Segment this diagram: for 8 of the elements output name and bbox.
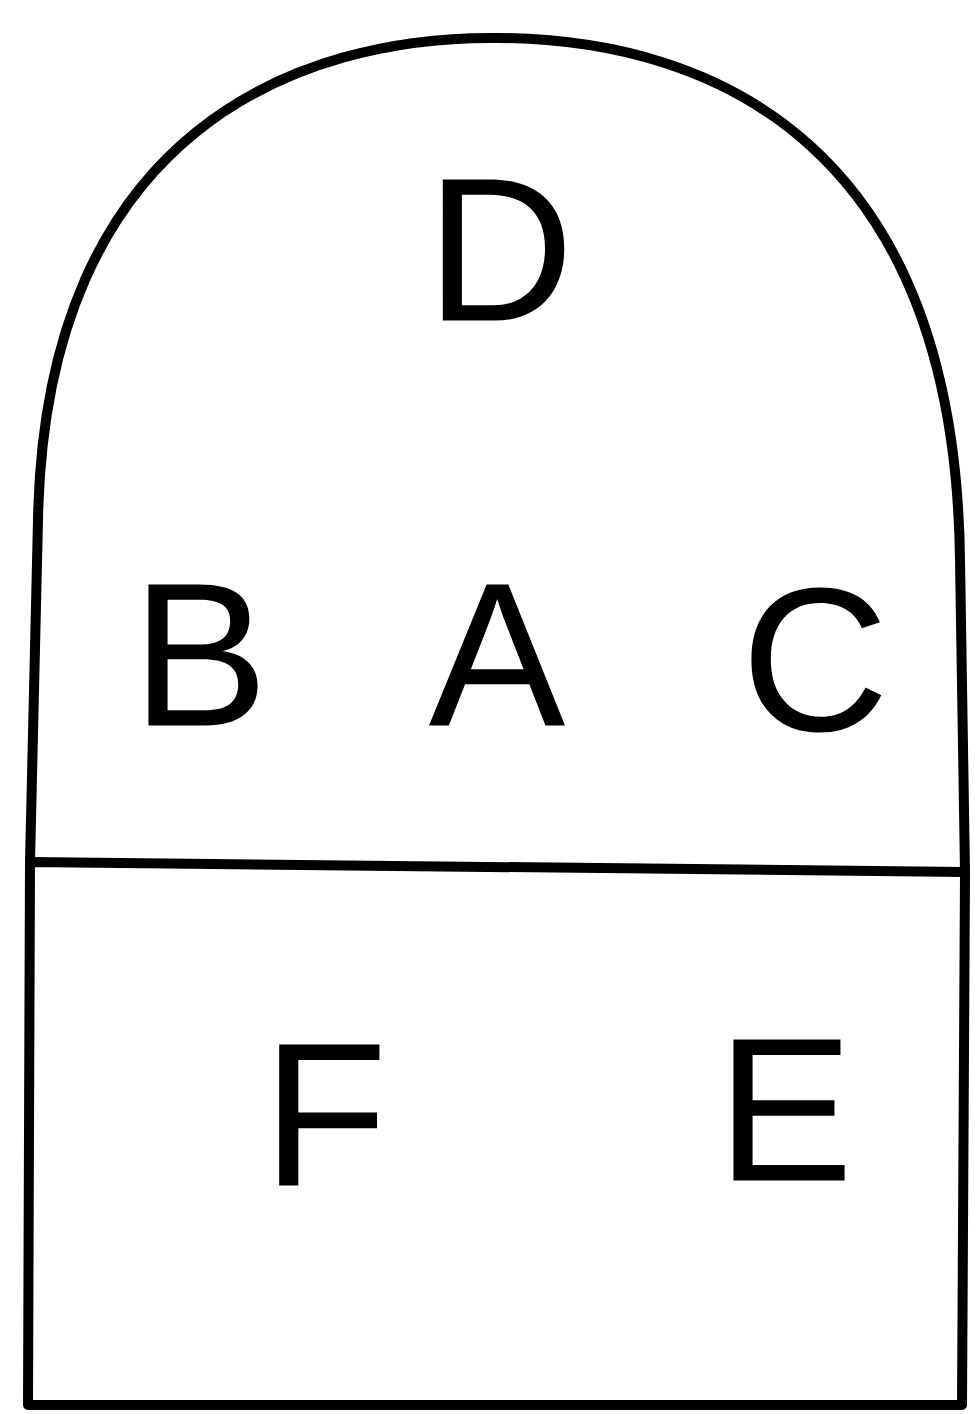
- rectangle-region: [23, 857, 970, 1410]
- region-letter: F: [279, 1044, 380, 1186]
- region-letter: C: [751, 587, 882, 733]
- region-letter: B: [148, 584, 258, 726]
- region-letter: E: [733, 1039, 845, 1181]
- region-letter: A: [429, 584, 565, 726]
- arch-region: [25, 33, 970, 873]
- region-letter: D: [442, 179, 565, 321]
